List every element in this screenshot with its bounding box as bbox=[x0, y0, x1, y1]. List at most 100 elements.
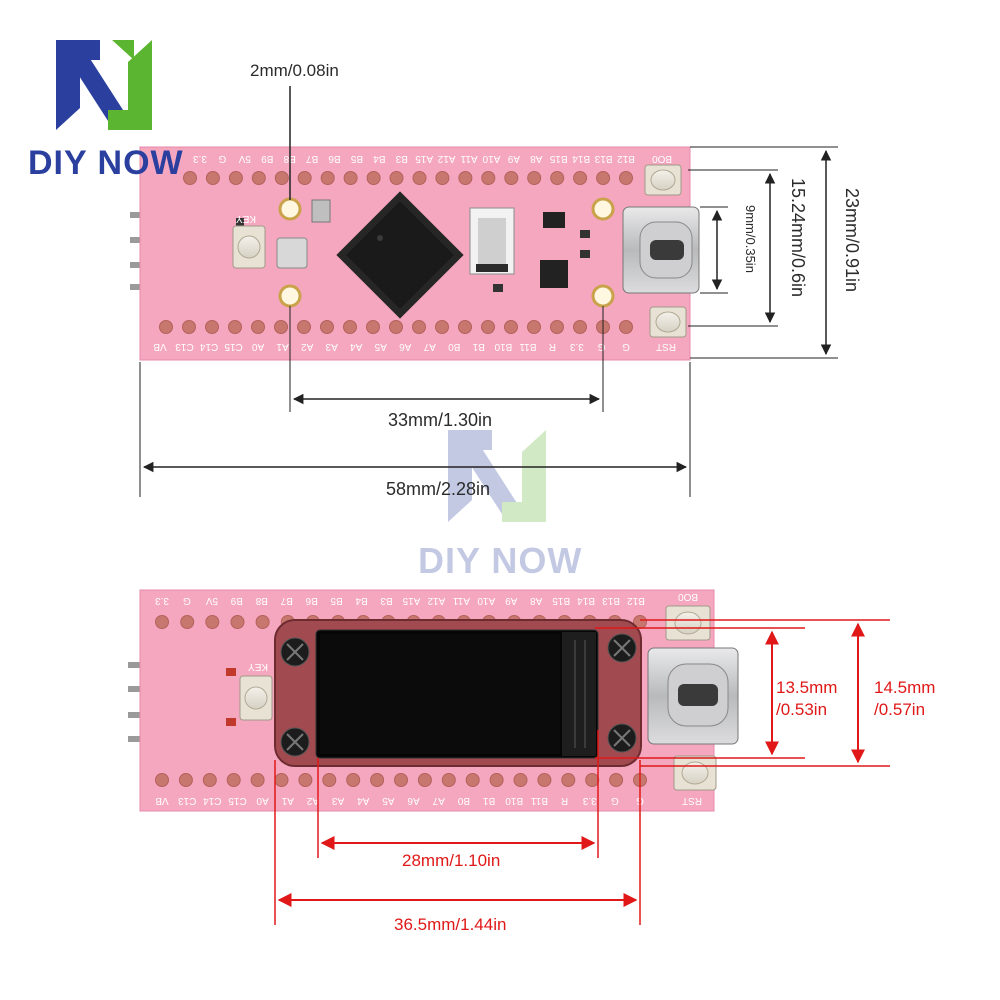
top-dimension-lines bbox=[139, 86, 838, 497]
solder-pad bbox=[205, 320, 219, 334]
display-width-label: 28mm/1.10in bbox=[402, 851, 501, 870]
pin-label: B7 bbox=[306, 153, 319, 164]
solder-pad bbox=[435, 171, 450, 185]
solder-pad bbox=[504, 320, 518, 334]
pin-label: B13 bbox=[602, 595, 620, 606]
board-width-label: 23mm/0.91in bbox=[842, 188, 862, 293]
pin-label: A10 bbox=[482, 153, 500, 164]
pin-label: B6 bbox=[305, 595, 318, 606]
pin-label: C14 bbox=[203, 795, 222, 806]
solder-pad bbox=[251, 320, 265, 334]
solder-pad bbox=[550, 171, 565, 185]
solder-pad bbox=[596, 171, 611, 185]
solder-pad bbox=[394, 773, 408, 787]
pin-label: A8 bbox=[530, 153, 543, 164]
pin-label: A7 bbox=[432, 795, 445, 806]
pin-label: C14 bbox=[199, 341, 218, 352]
solder-pad bbox=[417, 773, 432, 787]
pin-label-end: BO0 bbox=[678, 591, 698, 602]
pin-label: 3.3 bbox=[193, 153, 207, 164]
pin-label: B4 bbox=[373, 153, 386, 164]
smd-led bbox=[226, 668, 236, 676]
module-height-inch: /0.57in bbox=[874, 700, 926, 719]
solder-pad bbox=[202, 773, 217, 787]
pin-label: A9 bbox=[505, 595, 518, 606]
rst-button-component bbox=[673, 755, 717, 791]
screw bbox=[280, 727, 310, 757]
solder-pad bbox=[412, 320, 426, 334]
key-button-component bbox=[239, 675, 273, 721]
solder-pad bbox=[228, 171, 243, 185]
pin-label: 3.3 bbox=[570, 341, 584, 352]
smd-resistor bbox=[580, 250, 590, 258]
mounting-hole bbox=[278, 197, 302, 221]
pin-label: 5V bbox=[205, 595, 218, 606]
solder-pad bbox=[251, 171, 266, 185]
boot-button-component bbox=[644, 164, 682, 196]
smd-resistor bbox=[580, 230, 590, 238]
pin-label: A6 bbox=[407, 795, 420, 806]
pin-label: B11 bbox=[519, 341, 536, 352]
solder-pad bbox=[458, 171, 473, 185]
pin-label: B7 bbox=[280, 595, 293, 606]
solder-pad bbox=[155, 615, 169, 629]
solder-pad bbox=[370, 773, 385, 787]
solder-pad bbox=[274, 320, 288, 334]
module-width-label: 36.5mm/1.44in bbox=[394, 915, 507, 934]
pin-label-end: BO0 bbox=[652, 153, 672, 164]
solder-pad bbox=[527, 320, 541, 334]
pin-label: A12 bbox=[437, 153, 455, 164]
pin-label: B9 bbox=[261, 153, 274, 164]
solder-pad bbox=[322, 773, 337, 787]
solder-pad bbox=[585, 773, 600, 787]
solder-pad bbox=[389, 171, 404, 185]
smd-led bbox=[226, 718, 236, 726]
pin-label: A4 bbox=[357, 795, 370, 806]
solder-pad bbox=[255, 615, 270, 629]
solder-pad bbox=[205, 615, 220, 629]
usb-c-connector bbox=[647, 647, 739, 745]
pin-label: 3.3 bbox=[155, 595, 169, 606]
solder-pad bbox=[155, 773, 169, 787]
pin-label: 5V bbox=[238, 153, 251, 164]
pin-label: B1 bbox=[483, 795, 496, 806]
screw bbox=[607, 723, 637, 753]
solder-pad bbox=[481, 320, 495, 334]
hole-diameter-label: 2mm/0.08in bbox=[250, 61, 339, 80]
pin-label: B3 bbox=[395, 153, 408, 164]
pin-label: A0 bbox=[252, 341, 265, 352]
pin-label: B0 bbox=[457, 795, 470, 806]
module-height-value: 14.5mm bbox=[874, 678, 936, 697]
top-board-bottom-pads bbox=[159, 320, 633, 334]
solder-pad bbox=[274, 171, 289, 185]
capacitor bbox=[311, 199, 331, 223]
usb-width-label: 9mm/0.35in bbox=[743, 205, 758, 273]
pin-label: R bbox=[561, 795, 568, 806]
solder-pad bbox=[298, 773, 313, 787]
solder-pad bbox=[346, 773, 361, 787]
solder-pad bbox=[609, 773, 624, 787]
solder-pad bbox=[537, 773, 552, 787]
screw bbox=[607, 633, 637, 663]
pin-label: B5 bbox=[330, 595, 343, 606]
pin-label: VB bbox=[153, 341, 167, 352]
bottom-board-bottom-pads bbox=[155, 773, 647, 787]
pin-label: B12 bbox=[627, 595, 645, 606]
pin-label: A4 bbox=[350, 341, 363, 352]
boot-button-component bbox=[665, 605, 711, 641]
solder-pad bbox=[489, 773, 504, 787]
solder-pad bbox=[561, 773, 576, 787]
pin-label: A15 bbox=[402, 595, 420, 606]
solder-pad bbox=[465, 773, 480, 787]
pin-label: A3 bbox=[332, 795, 345, 806]
solder-pad bbox=[343, 320, 357, 334]
key-label: KEY bbox=[248, 661, 268, 672]
pin-label: B11 bbox=[530, 795, 547, 806]
pin-label: B13 bbox=[594, 153, 612, 164]
solder-pad bbox=[441, 773, 456, 787]
smd-resistor bbox=[236, 218, 244, 232]
pin-label: B5 bbox=[350, 153, 363, 164]
smd-chip bbox=[540, 260, 568, 288]
